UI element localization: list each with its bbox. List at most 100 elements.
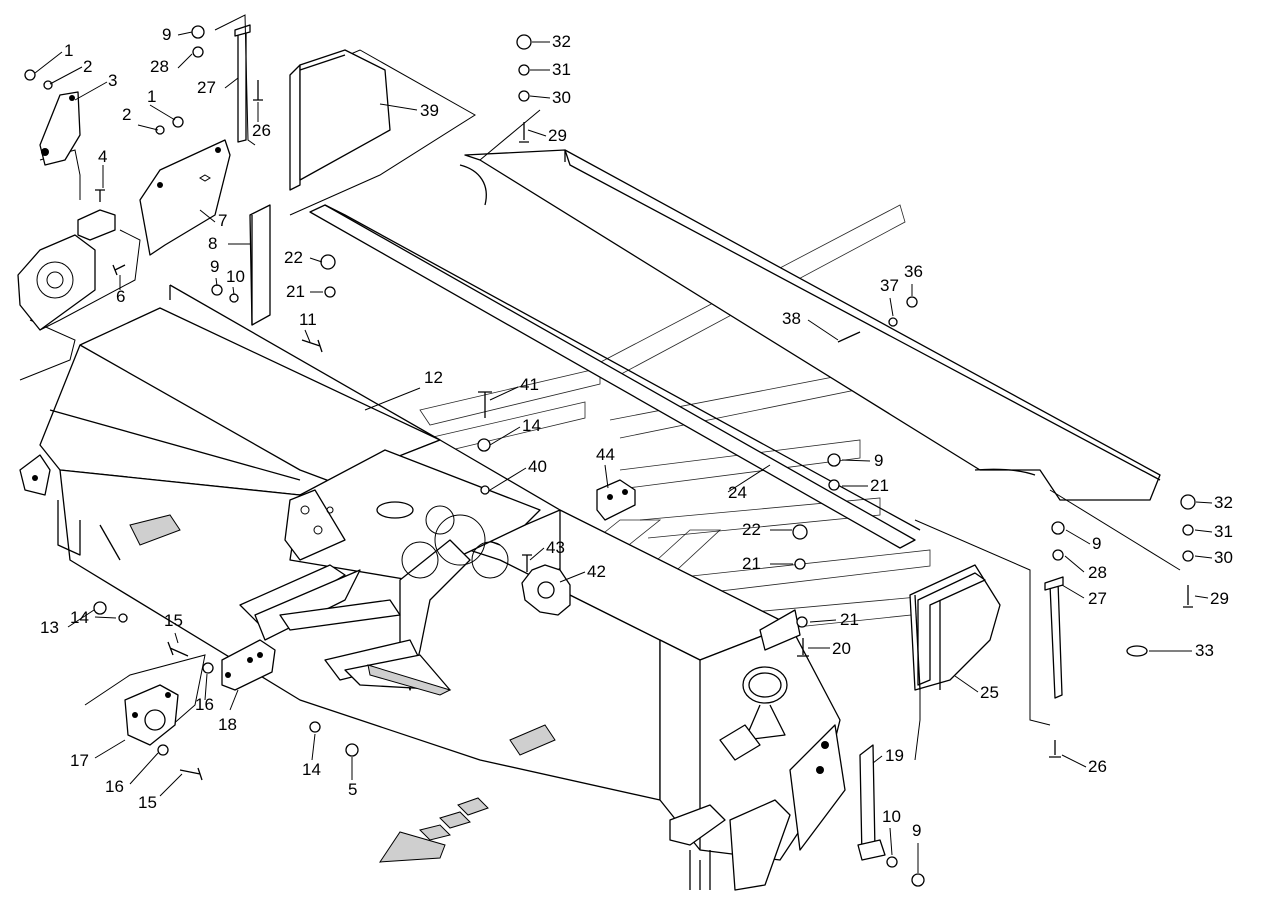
callout-label-c30b: 30 bbox=[1214, 548, 1233, 567]
rod-27-right bbox=[1044, 576, 1064, 699]
callout-leader bbox=[1195, 501, 1213, 504]
callout-label-c2a: 2 bbox=[83, 57, 92, 76]
callout-leader bbox=[94, 739, 126, 759]
callout-label-c15b: 15 bbox=[138, 793, 157, 812]
callout-label-c8: 8 bbox=[208, 234, 217, 253]
callout-label-c28a: 28 bbox=[150, 57, 169, 76]
callout-leader bbox=[232, 286, 235, 296]
callout-label-c25: 25 bbox=[980, 683, 999, 702]
callout-label-c41: 41 bbox=[520, 375, 539, 394]
callout-label-c21a: 21 bbox=[286, 282, 305, 301]
direction-arrow bbox=[379, 797, 489, 863]
callout-leader bbox=[67, 609, 95, 628]
callout-leader bbox=[1065, 529, 1091, 545]
upper-rail bbox=[309, 149, 1161, 549]
callout-label-c13: 13 bbox=[40, 618, 59, 637]
callout-leader bbox=[149, 104, 176, 121]
callout-leader bbox=[1061, 754, 1087, 768]
callout-leader bbox=[604, 464, 609, 489]
callout-leader bbox=[199, 209, 216, 223]
callout-label-c9e: 9 bbox=[912, 821, 921, 840]
callout-label-c22a: 22 bbox=[284, 248, 303, 267]
callout-label-c36: 36 bbox=[904, 262, 923, 281]
side-plate-3 bbox=[39, 91, 81, 166]
callout-leader bbox=[809, 619, 837, 623]
callout-label-c18: 18 bbox=[218, 715, 237, 734]
callout-leader bbox=[872, 755, 883, 764]
callout-leader bbox=[311, 733, 316, 761]
callout-label-c29b: 29 bbox=[1210, 589, 1229, 608]
callout-leader bbox=[229, 689, 239, 711]
callout-label-c9b: 9 bbox=[210, 257, 219, 276]
callout-label-c9d: 9 bbox=[1092, 534, 1101, 553]
callout-label-c38: 38 bbox=[782, 309, 801, 328]
callout-label-c10a: 10 bbox=[226, 267, 245, 286]
strip-8 bbox=[249, 204, 271, 326]
callout-label-c33: 33 bbox=[1195, 641, 1214, 660]
callout-leader bbox=[34, 51, 63, 74]
callout-leader bbox=[489, 386, 519, 401]
callout-label-c9a: 9 bbox=[162, 25, 171, 44]
callout-leader bbox=[364, 387, 421, 411]
callout-leader bbox=[379, 103, 418, 111]
callout-leader bbox=[1064, 555, 1085, 573]
callout-label-c16a: 16 bbox=[195, 695, 214, 714]
callout-label-c27b: 27 bbox=[1088, 589, 1107, 608]
callout-leader bbox=[559, 571, 586, 583]
callout-label-c40: 40 bbox=[528, 457, 547, 476]
callout-leader bbox=[137, 124, 159, 131]
rod-27-left bbox=[214, 14, 256, 146]
callout-leader bbox=[489, 426, 521, 446]
callout-label-c20: 20 bbox=[832, 639, 851, 658]
callout-label-c31a: 31 bbox=[552, 60, 571, 79]
callout-label-c27a: 27 bbox=[197, 78, 216, 97]
callout-leader bbox=[489, 467, 527, 491]
callout-label-c43: 43 bbox=[546, 538, 565, 557]
callout-leader bbox=[1194, 555, 1213, 559]
star-wheel bbox=[521, 564, 571, 616]
callout-leader bbox=[727, 464, 771, 493]
callout-label-c16b: 16 bbox=[105, 777, 124, 796]
callout-label-c32a: 32 bbox=[552, 32, 571, 51]
fasteners bbox=[24, 25, 1196, 887]
cover-39 bbox=[289, 49, 391, 191]
callout-label-c28b: 28 bbox=[1088, 563, 1107, 582]
gearbox-mount bbox=[239, 449, 541, 696]
callout-label-c9c: 9 bbox=[874, 451, 883, 470]
callout-label-c1a: 1 bbox=[64, 41, 73, 60]
callout-label-c26b: 26 bbox=[1088, 757, 1107, 776]
callout-leader bbox=[94, 616, 117, 619]
callout-label-c15a: 15 bbox=[164, 611, 183, 630]
callout-leader bbox=[224, 77, 239, 89]
callout-label-c17: 17 bbox=[70, 751, 89, 770]
callout-label-c32b: 32 bbox=[1214, 493, 1233, 512]
callout-leader bbox=[527, 129, 547, 137]
callout-label-c4: 4 bbox=[98, 147, 107, 166]
callout-leader bbox=[1061, 584, 1085, 599]
callout-leader bbox=[49, 66, 83, 85]
callout-label-c21d: 21 bbox=[840, 610, 859, 629]
callout-leader bbox=[177, 31, 193, 36]
callout-leader bbox=[174, 632, 179, 644]
callout-label-c11: 11 bbox=[299, 310, 317, 329]
callout-label-c2b: 2 bbox=[122, 105, 131, 124]
callout-label-c21c: 21 bbox=[742, 554, 761, 573]
callout-label-c5: 5 bbox=[348, 780, 357, 799]
callout-label-c26a: 26 bbox=[252, 121, 271, 140]
callout-leader bbox=[309, 257, 323, 263]
callout-leader bbox=[177, 53, 193, 69]
callout-leader bbox=[841, 459, 871, 462]
callout-leader bbox=[304, 329, 311, 343]
callout-label-c6: 6 bbox=[116, 287, 125, 306]
callout-label-c37: 37 bbox=[880, 276, 899, 295]
plate-18 bbox=[221, 639, 276, 691]
callout-label-c14c: 14 bbox=[302, 760, 321, 779]
callout-label-c10b: 10 bbox=[882, 807, 901, 826]
bearing-17 bbox=[84, 654, 206, 746]
callout-leader bbox=[889, 297, 894, 317]
callout-leader bbox=[889, 827, 893, 856]
callout-label-c14a: 14 bbox=[522, 416, 541, 435]
callout-leader bbox=[74, 81, 108, 101]
strip-19 bbox=[857, 744, 886, 861]
